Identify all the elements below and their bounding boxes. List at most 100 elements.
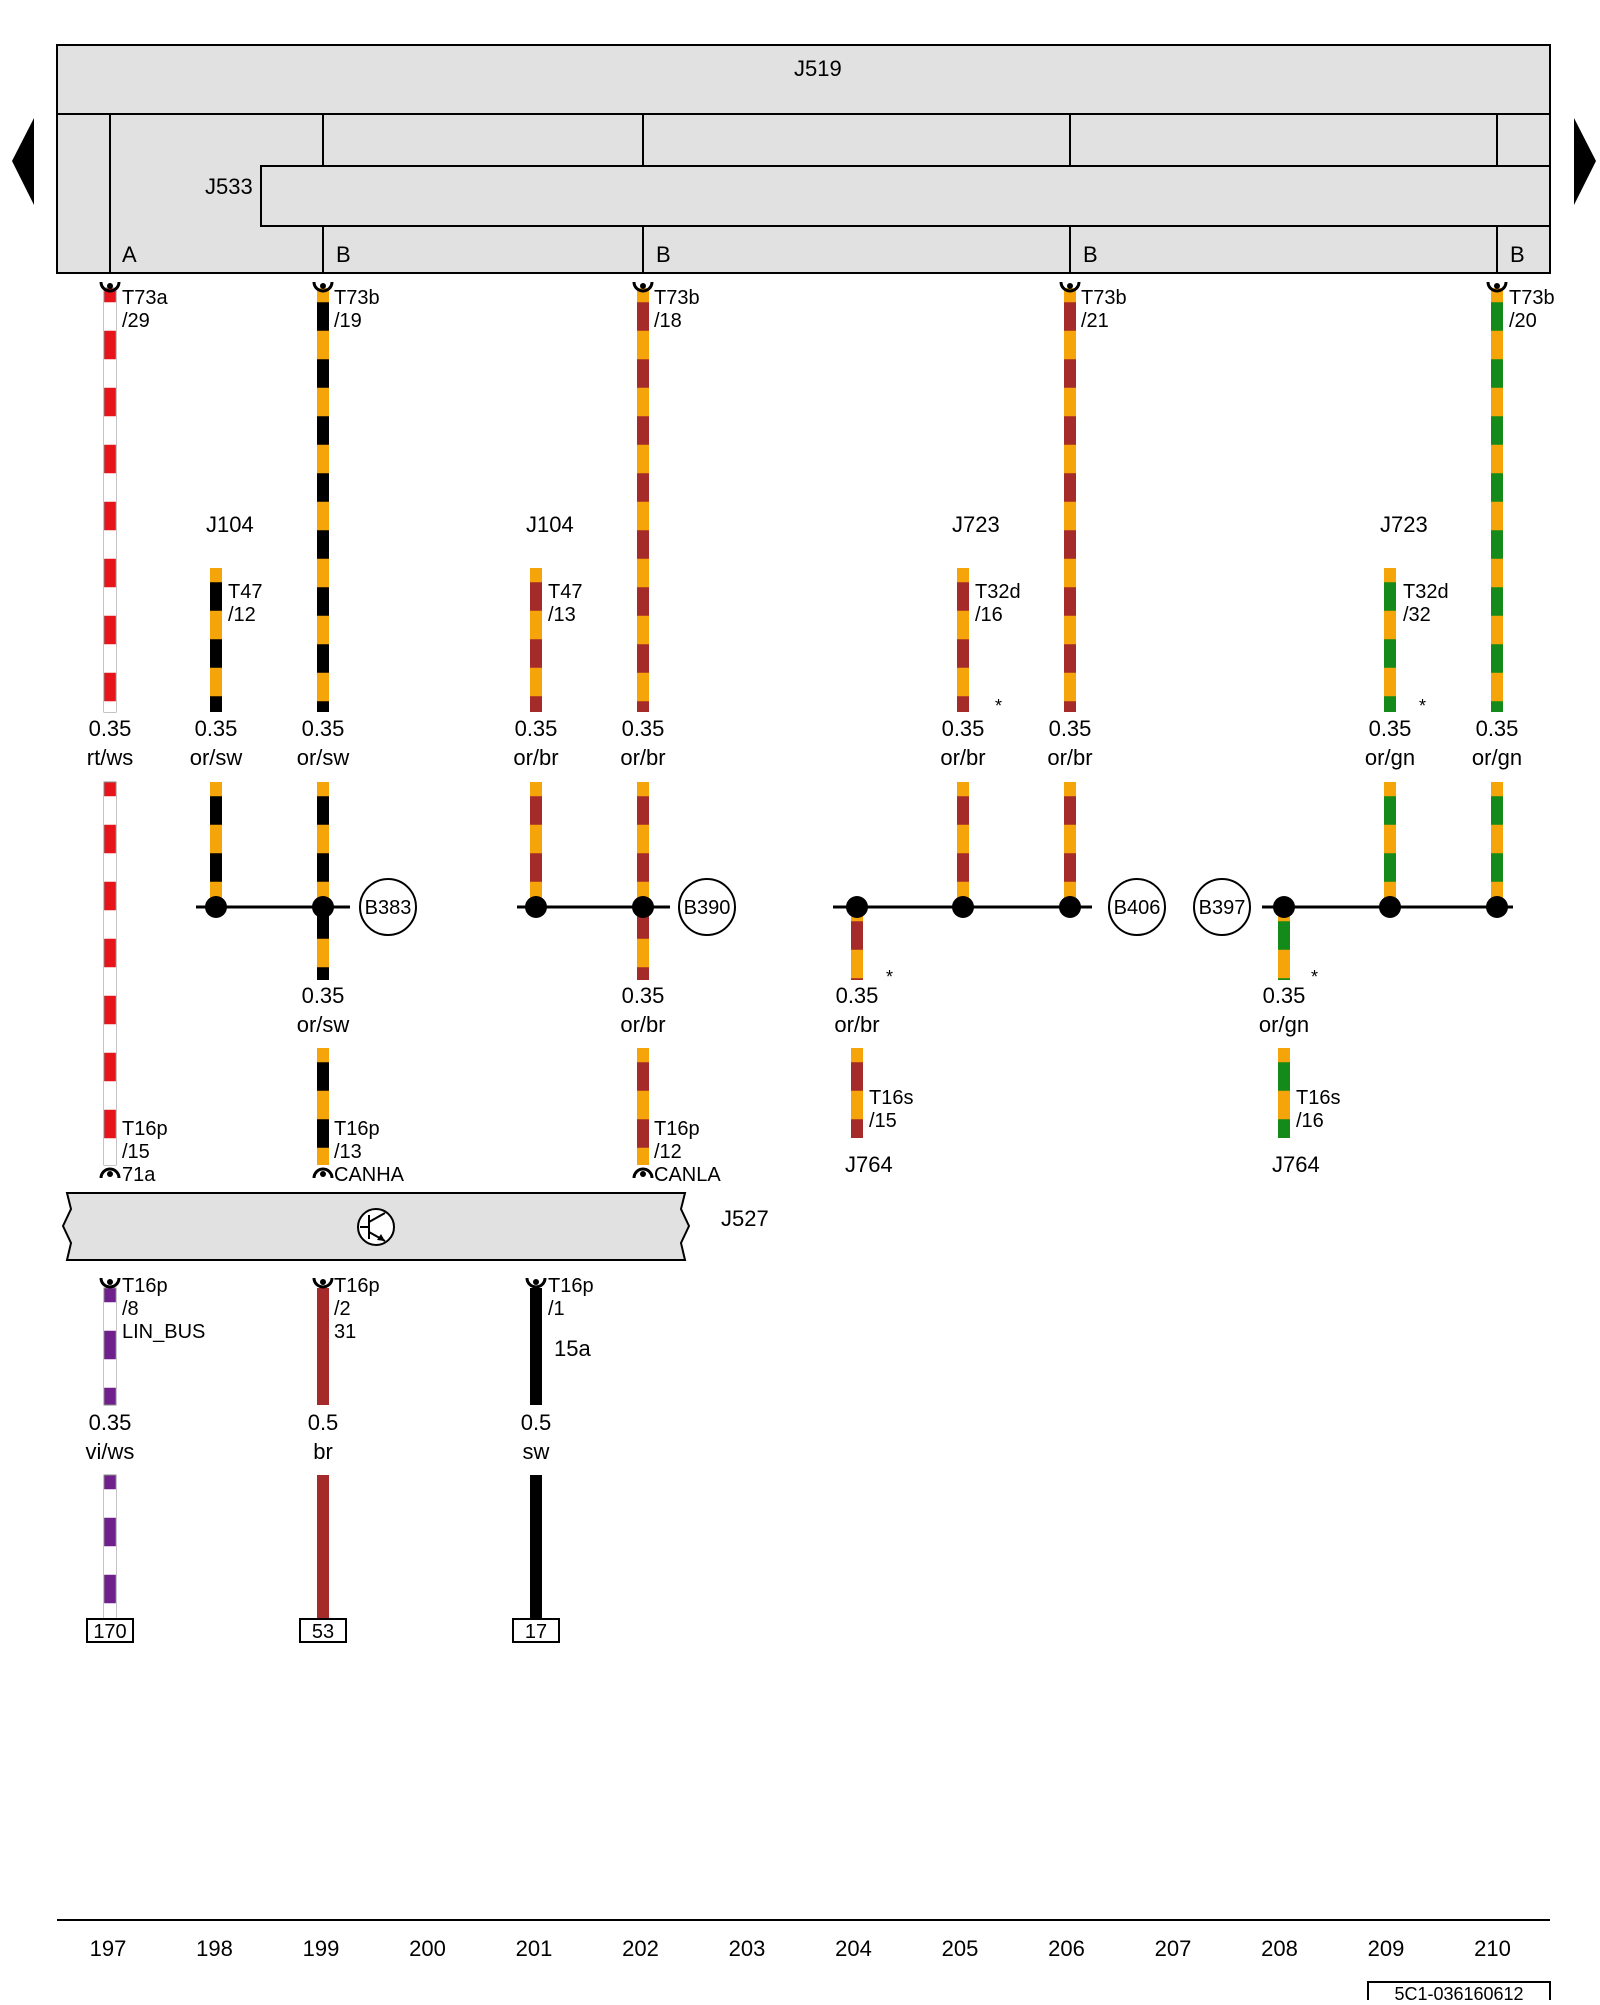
wire-segment (317, 1475, 329, 1619)
wire-group (103, 287, 1503, 1620)
wire-stripe (104, 587, 116, 616)
j764-label: J764 (1272, 1152, 1320, 1177)
wire-gauge: 0.35 (302, 983, 345, 1008)
wire-gauge: 0.35 (89, 1410, 132, 1435)
wire-color: or/br (834, 1012, 879, 1037)
pin-label: T47 (228, 581, 262, 603)
wire-stripe (317, 967, 329, 980)
connector-pin-dot (1067, 283, 1073, 289)
wire-stripe (637, 587, 649, 616)
pin-label: /16 (1296, 1110, 1324, 1132)
pin-label: T73a (122, 287, 168, 309)
wire-gauge: 0.35 (836, 983, 879, 1008)
pin-label: /2 (334, 1298, 351, 1320)
pin-label: CANHA (334, 1164, 405, 1186)
splice-dot (1379, 896, 1401, 918)
wire-stripe (1491, 587, 1503, 616)
connector-pin-dot (533, 1279, 539, 1285)
wire-stripe (637, 853, 649, 882)
wire-stripe (317, 644, 329, 673)
wire-stripe (210, 696, 222, 712)
wire-gauge: 0.35 (89, 716, 132, 741)
wire-color: or/sw (190, 745, 243, 770)
connector-pin-dot (320, 1279, 326, 1285)
wire-stripe (104, 473, 116, 502)
pin-group (99, 281, 1508, 1289)
ref-number[interactable]: 17 (525, 1621, 547, 1643)
pin-label: /12 (228, 604, 256, 626)
wire-color: or/br (513, 745, 558, 770)
pin-label: T16s (1296, 1087, 1340, 1109)
pin-label: /12 (654, 1141, 682, 1163)
splice-dot (952, 896, 974, 918)
next-page-arrow-icon[interactable] (1574, 118, 1596, 205)
wire-color: or/br (620, 1012, 665, 1037)
pin-label: CANLA (654, 1164, 721, 1186)
grid-number: 200 (409, 1936, 446, 1961)
connector-pin-icon (1486, 281, 1508, 293)
pin-label: /20 (1509, 310, 1537, 332)
connector-pin-icon (525, 1277, 547, 1289)
j527-label: J527 (721, 1206, 769, 1231)
pin-label: T16p (334, 1275, 380, 1297)
pin-label: T73b (1081, 287, 1127, 309)
wire-stripe (317, 853, 329, 882)
connector-pin-dot (107, 283, 113, 289)
j104-label: J104 (206, 512, 254, 537)
ref-box-53[interactable] (299, 1618, 347, 1643)
pin-label: T32d (1403, 581, 1449, 603)
wire-stripe (317, 701, 329, 712)
j723-label: J723 (1380, 512, 1428, 537)
wire-gauge: 0.35 (622, 983, 665, 1008)
wire-color: sw (523, 1439, 550, 1464)
wire-stripe (1064, 302, 1076, 331)
wire-stripe (104, 1359, 116, 1388)
connector-letter: B (336, 242, 351, 267)
connector-pin-dot (640, 1171, 646, 1177)
pin-label: /1 (548, 1298, 565, 1320)
pin-label: /13 (334, 1141, 362, 1163)
wire-stripe (530, 696, 542, 712)
pin-label: T16p (654, 1118, 700, 1140)
wire-color: br (313, 1439, 333, 1464)
j533-body (260, 165, 1551, 227)
footnote-mark: * (1419, 696, 1426, 716)
ref-box-17[interactable] (512, 1618, 560, 1643)
grid-number: 199 (303, 1936, 340, 1961)
connector-pin-icon (312, 1277, 334, 1289)
pin-label: /21 (1081, 310, 1109, 332)
wire-stripe (104, 1024, 116, 1053)
splice-dot (525, 896, 547, 918)
splice-b397-circle (1193, 878, 1251, 936)
wire-stripe (1064, 473, 1076, 502)
wire-color: or/gn (1365, 745, 1415, 770)
splice-b406-circle (1108, 878, 1166, 936)
prev-page-arrow-icon[interactable] (12, 118, 34, 205)
wire-color: or/gn (1472, 745, 1522, 770)
connector-pin-icon (312, 281, 334, 293)
wire-stripe (1064, 853, 1076, 882)
wire-stripe (530, 582, 542, 611)
wire-stripe (637, 1062, 649, 1091)
wire-stripe (1278, 978, 1290, 980)
wire-stripe (104, 1603, 116, 1619)
wire-stripe (530, 639, 542, 668)
wire-color: or/br (1047, 745, 1092, 770)
wire-color: or/sw (297, 745, 350, 770)
ref-number[interactable]: 170 (93, 1621, 126, 1643)
connector-pin-dot (107, 1171, 113, 1177)
wire-stripe (1384, 582, 1396, 611)
connector-pin-dot (640, 283, 646, 289)
ref-number[interactable]: 53 (312, 1621, 334, 1643)
ref-box-170[interactable] (86, 1618, 134, 1643)
wire-stripe (637, 967, 649, 980)
wire-color: or/br (620, 745, 665, 770)
wire-gauge: 0.35 (1049, 716, 1092, 741)
pin-label: /18 (654, 310, 682, 332)
wire-gauge: 0.35 (515, 716, 558, 741)
wire-stripe (1064, 796, 1076, 825)
wire-color: or/sw (297, 1012, 350, 1037)
wire-stripe (1384, 696, 1396, 712)
pin-label: /15 (869, 1110, 897, 1132)
